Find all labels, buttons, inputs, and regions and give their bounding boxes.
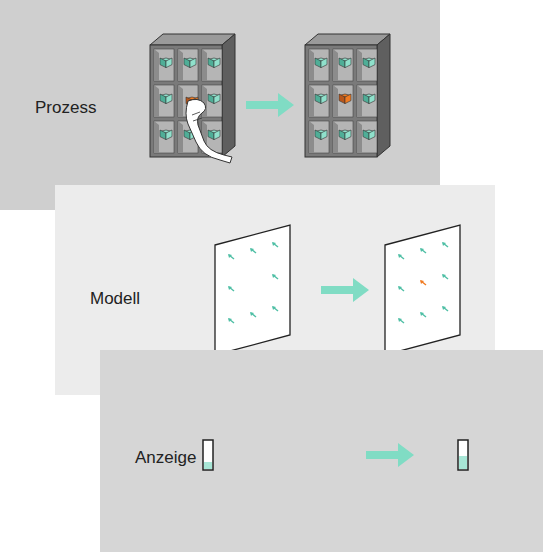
stage-label: Modell xyxy=(90,289,140,309)
stage-panel: Anzeige xyxy=(100,350,543,552)
process-arrow xyxy=(246,93,294,117)
display-arrow xyxy=(366,443,414,467)
stage-label: Anzeige xyxy=(135,448,196,468)
stage-panel: Prozess xyxy=(0,0,440,210)
model-arrow xyxy=(321,278,369,302)
stage-label: Prozess xyxy=(35,98,96,118)
